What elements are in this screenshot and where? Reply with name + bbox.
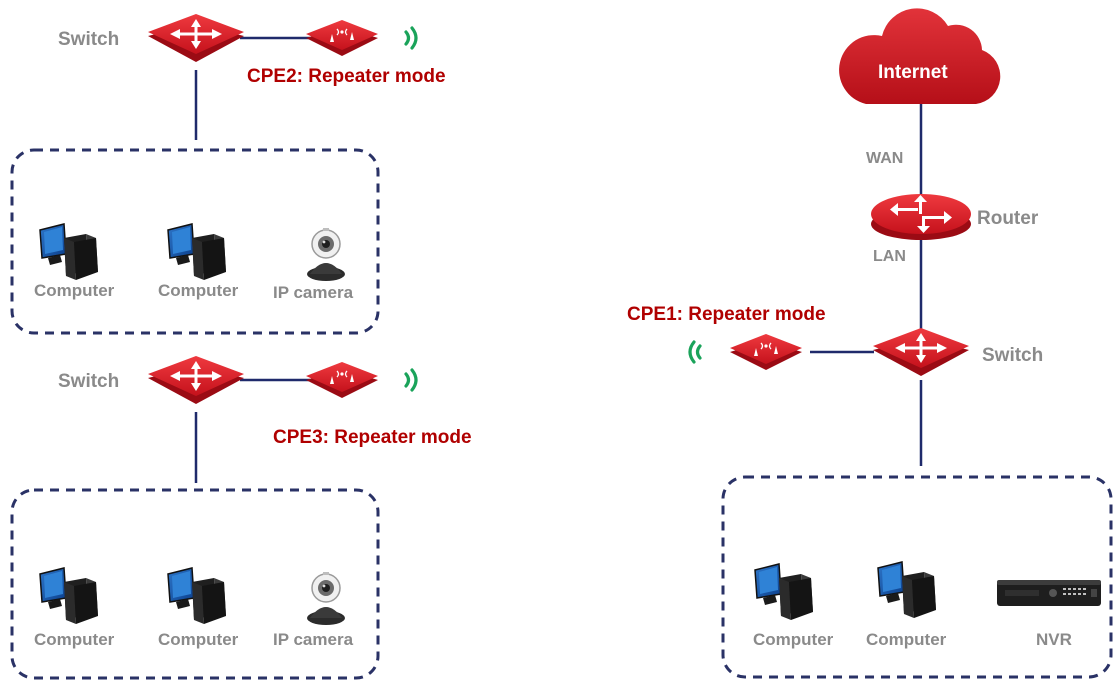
computer-a1: Computer: [34, 223, 115, 300]
computer-icon: [167, 567, 227, 625]
switch-right: Switch: [873, 328, 1043, 376]
client-zone-bottom-left: [10, 488, 380, 680]
computer-a2: Computer: [158, 223, 239, 300]
cpe2-label: CPE2: Repeater mode: [247, 66, 446, 87]
cpe3-device: CPE3: Repeater mode: [273, 361, 472, 448]
computer-label: Computer: [158, 281, 239, 300]
wifi-signal-icon: [404, 368, 418, 392]
ip-camera-a: IP camera: [273, 227, 354, 302]
ip-camera-b: IP camera: [273, 571, 354, 649]
cpe2-device: CPE2: Repeater mode: [247, 19, 446, 87]
computer-c2: Computer: [866, 561, 947, 649]
computer-label: Computer: [158, 630, 239, 649]
cpe-icon: [305, 361, 379, 399]
switch-label: Switch: [58, 371, 119, 392]
switch-icon: [148, 356, 244, 404]
switch-icon: [873, 328, 969, 376]
cpe1-device: [688, 333, 803, 371]
cloud-icon: [839, 8, 1001, 105]
nvr-label: NVR: [1036, 630, 1072, 649]
lan-label: LAN: [873, 248, 906, 265]
computer-b2: Computer: [158, 567, 239, 649]
internet-label: Internet: [878, 62, 948, 83]
ip-camera-icon: [306, 227, 346, 282]
computer-icon: [39, 567, 99, 625]
cpe-icon: [305, 19, 379, 57]
internet-cloud: Internet: [839, 8, 1001, 105]
router-device: Router: [871, 194, 1039, 240]
nvr-icon: [997, 580, 1101, 606]
switch-label: Switch: [982, 345, 1043, 366]
switch-icon: [148, 14, 244, 62]
switch-bottom-left: Switch: [58, 356, 244, 404]
computer-b1: Computer: [34, 567, 115, 649]
switch-label: Switch: [58, 29, 119, 50]
client-zone-right: [721, 475, 1113, 679]
computer-label: Computer: [753, 630, 834, 649]
computer-label: Computer: [34, 281, 115, 300]
computer-icon: [39, 223, 99, 281]
router-arrows-icon: [890, 195, 952, 233]
cpe1-label: CPE1: Repeater mode: [627, 304, 826, 325]
computer-label: Computer: [866, 630, 947, 649]
computer-label: Computer: [34, 630, 115, 649]
ip-camera-label: IP camera: [273, 630, 354, 649]
computer-c1: Computer: [753, 563, 834, 649]
ip-camera-label: IP camera: [273, 283, 354, 302]
computer-icon: [754, 563, 814, 621]
wan-label: WAN: [866, 150, 903, 167]
nvr-device: NVR: [997, 580, 1101, 649]
wifi-signal-icon: [404, 26, 418, 50]
switch-top-left: Switch: [58, 14, 244, 62]
router-label: Router: [977, 208, 1039, 229]
computer-icon: [167, 223, 227, 281]
cpe-icon: [729, 333, 803, 371]
computer-icon: [877, 561, 937, 619]
connection-lines: [194, 36, 923, 483]
ip-camera-icon: [306, 571, 346, 626]
wifi-signal-icon: [688, 340, 702, 364]
cpe3-label: CPE3: Repeater mode: [273, 427, 472, 448]
client-zone-top-left: [10, 148, 380, 335]
